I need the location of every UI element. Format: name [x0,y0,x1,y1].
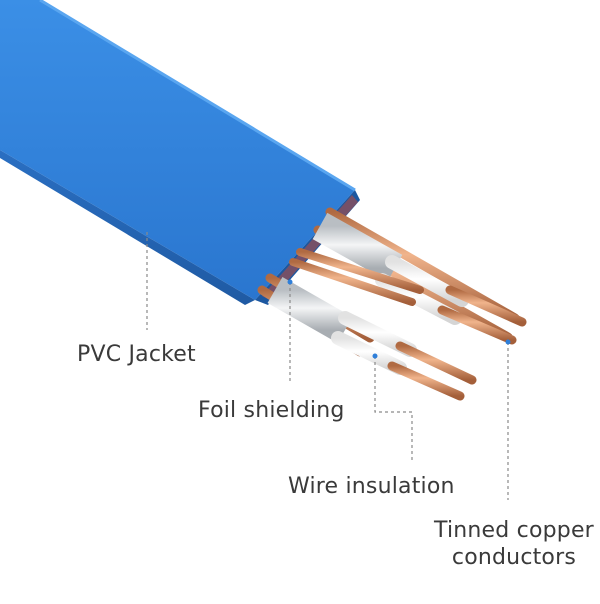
label-foil-shielding: Foil shielding [198,398,345,423]
marker-foil [287,279,293,285]
conductor-pair-lower [257,273,477,401]
label-tinned-line2: conductors [451,545,577,570]
markers [287,279,511,359]
conductor-pair-upper [312,207,527,345]
conductors [257,207,527,401]
label-pvc-jacket: PVC Jacket [77,342,196,367]
label-wire-insulation: Wire insulation [288,474,455,499]
leader-lines [146,232,509,500]
pvc-jacket [0,0,360,305]
leader-wire [374,356,413,462]
marker-wire [372,353,378,359]
marker-tinned [505,339,511,345]
label-tinned-line1: Tinned copper [434,518,594,543]
label-tinned-copper-conductors: Tinned copper conductors [434,517,594,571]
